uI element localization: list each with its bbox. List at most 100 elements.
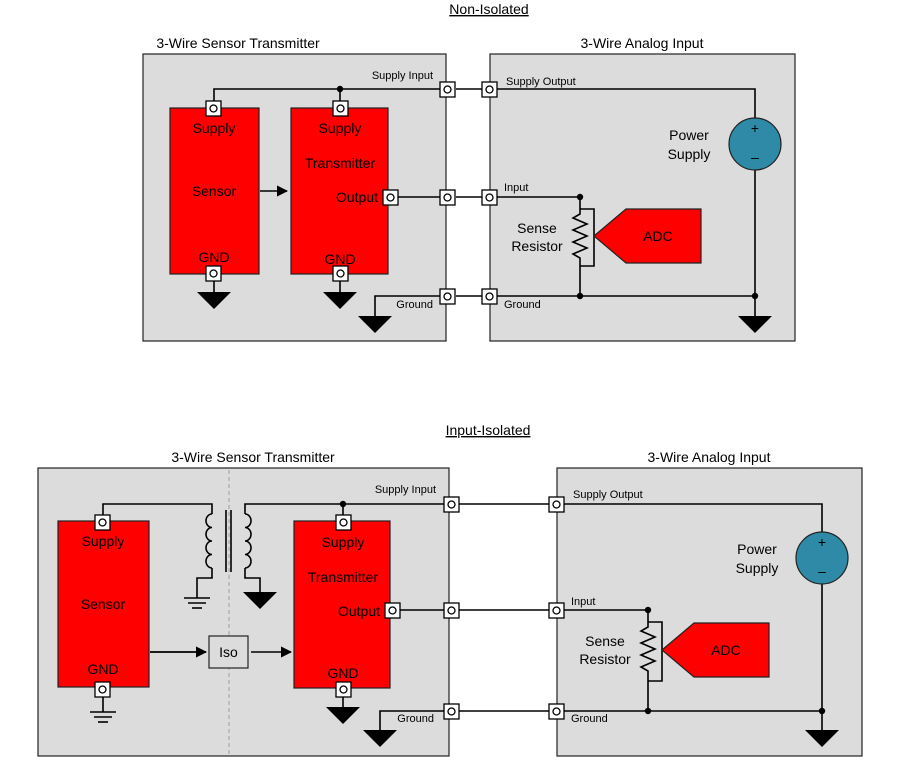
input-label: Input	[504, 182, 528, 194]
sensor-label: Sensor	[81, 596, 126, 612]
transmitter-gnd-label: GND	[327, 665, 358, 681]
earth-ground-icon	[90, 711, 116, 723]
transmitter-panel-label: 3-Wire Sensor Transmitter	[171, 449, 335, 465]
transmitter-label: Transmitter	[305, 155, 376, 171]
power-supply-minus: –	[751, 149, 759, 165]
terminal	[384, 602, 401, 619]
iso-label: Iso	[219, 644, 238, 660]
power-supply-label-1: Power	[669, 127, 709, 143]
power-supply-label-2: Supply	[668, 146, 711, 162]
terminals	[94, 496, 565, 720]
terminal	[439, 189, 456, 206]
ground-label-right: Ground	[504, 299, 541, 311]
ground-icon	[243, 592, 277, 609]
terminal	[332, 265, 349, 282]
ground-label-left: Ground	[397, 713, 434, 725]
sensor-block	[57, 520, 150, 688]
sensor-gnd-label: GND	[87, 661, 118, 677]
terminal	[481, 288, 498, 305]
ground-icon	[363, 730, 397, 747]
transmitter-supply-label: Supply	[319, 120, 362, 136]
junction-dot	[576, 193, 584, 201]
junction-dot	[818, 707, 826, 715]
power-supply-minus: –	[818, 563, 826, 579]
junction-dot	[751, 292, 759, 300]
input-label: Input	[571, 596, 595, 608]
sense-resistor-label-2: Resistor	[511, 238, 563, 254]
terminal	[443, 496, 460, 513]
terminal	[439, 288, 456, 305]
power-supply-label-1: Power	[737, 541, 777, 557]
terminal	[205, 265, 222, 282]
adc-block	[661, 622, 770, 678]
terminal	[548, 496, 565, 513]
power-supply-plus: +	[751, 120, 759, 136]
adc-label: ADC	[643, 228, 673, 244]
terminal	[332, 100, 349, 117]
junction-dot	[339, 500, 347, 508]
input-isolated-section: Input-Isolated 3-Wire Sensor Transmitter…	[37, 422, 863, 757]
terminal	[481, 81, 498, 98]
sense-resistor-icon	[638, 622, 658, 681]
terminal	[548, 602, 565, 619]
terminals	[205, 81, 498, 305]
transmitter-output-label: Output	[336, 189, 378, 205]
sense-resistor-label-1: Sense	[517, 220, 557, 236]
terminal	[94, 681, 111, 698]
ground-icon	[738, 316, 772, 333]
terminal	[443, 703, 460, 720]
sensor-label: Sensor	[192, 183, 237, 199]
junction-dot	[644, 606, 652, 614]
sense-resistor-label-2: Resistor	[579, 651, 631, 667]
supply-input-label: Supply Input	[372, 70, 433, 82]
transmitter-gnd-label: GND	[324, 251, 355, 267]
terminal	[481, 189, 498, 206]
ground-icon	[326, 707, 360, 724]
supply-output-label: Supply Output	[573, 489, 643, 501]
terminal	[335, 681, 352, 698]
power-supply-icon	[795, 531, 849, 585]
iso-block	[208, 635, 249, 669]
terminal	[205, 100, 222, 117]
transmitter-supply-label: Supply	[322, 534, 365, 550]
adc-label: ADC	[711, 642, 741, 658]
analog-input-panel-label: 3-Wire Analog Input	[648, 449, 771, 465]
ground-icon	[805, 730, 839, 747]
sense-resistor-label-1: Sense	[585, 633, 625, 649]
transmitter-output-label: Output	[338, 603, 380, 619]
ground-icon	[197, 292, 231, 309]
transmitter-label: Transmitter	[308, 569, 379, 585]
power-supply-icon	[728, 117, 782, 171]
analog-input-panel-label: 3-Wire Analog Input	[581, 35, 704, 51]
sensor-supply-label: Supply	[193, 120, 236, 136]
ground-label-right: Ground	[571, 713, 608, 725]
transmitter-panel-label: 3-Wire Sensor Transmitter	[156, 35, 320, 51]
wires	[102, 503, 823, 730]
terminal	[548, 703, 565, 720]
terminal	[335, 514, 352, 531]
junction-dot	[576, 292, 584, 300]
sensor-supply-label: Supply	[82, 533, 125, 549]
non-isolated-title: Non-Isolated	[449, 1, 528, 17]
transformer-icon	[205, 510, 252, 572]
adc-block	[593, 208, 702, 264]
transmitter-block	[290, 107, 389, 275]
supply-input-label: Supply Input	[375, 484, 436, 496]
power-supply-plus: +	[818, 534, 826, 550]
sense-resistor-icon	[570, 209, 590, 266]
junction-dot	[644, 707, 652, 715]
terminal	[443, 602, 460, 619]
earth-ground-icon	[184, 597, 210, 609]
power-supply-label-2: Supply	[736, 560, 779, 576]
sensor-gnd-label: GND	[198, 249, 229, 265]
analog-input-panel	[556, 467, 863, 757]
ground-icon	[323, 292, 357, 309]
ground-label-left: Ground	[396, 299, 433, 311]
ground-icon	[358, 316, 392, 333]
terminal	[439, 81, 456, 98]
input-isolated-title: Input-Isolated	[446, 422, 531, 438]
non-isolated-section: Non-Isolated 3-Wire Sensor Transmitter 3…	[142, 1, 796, 342]
terminal	[382, 189, 399, 206]
supply-output-label: Supply Output	[506, 76, 576, 88]
